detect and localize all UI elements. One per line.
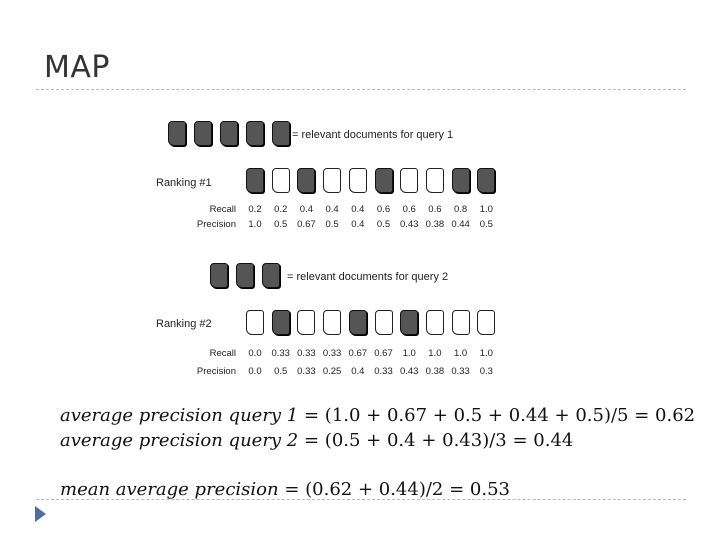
ranking1-precision-cell: 0.5: [325, 219, 339, 230]
ranking1-precision-cell: 0.5: [274, 219, 288, 230]
nonrelevant-doc-icon: [477, 310, 496, 335]
formula-map-rhs: = (0.62 + 0.44)/2 = 0.53: [284, 479, 510, 500]
legend-doc-icon: [246, 121, 264, 146]
next-slide-arrow-icon[interactable]: [35, 506, 46, 522]
ranking1-recall-cell: 1.0: [479, 204, 493, 215]
relevant-doc-icon: [400, 310, 419, 335]
relevant-doc-icon: [374, 168, 393, 193]
ranking2-recall-cell: 0.67: [348, 348, 368, 359]
ranking1-recall-cell: 0.2: [274, 204, 288, 215]
ranking1-precision-cell: 0.5: [376, 219, 391, 230]
nonrelevant-doc-icon: [374, 310, 393, 335]
ranking1-recall-cell: 0.6: [428, 204, 442, 215]
ranking2-recall-cell: 1.0: [402, 348, 416, 359]
legend-query1-text: = relevant documents for query 1: [292, 129, 454, 141]
ranking2-precision-cell: 0.33: [297, 366, 316, 377]
bottom-divider: [36, 499, 686, 500]
relevant-doc-icon: [271, 310, 290, 335]
ranking2-recall-cell: 0.33: [297, 348, 316, 359]
ranking2-precision-cell: 0.25: [322, 366, 342, 377]
ranking2-precision-label: Precision: [196, 366, 236, 377]
nonrelevant-doc-icon: [400, 168, 419, 193]
nonrelevant-doc-icon: [271, 168, 290, 193]
legend-doc-icon: [236, 263, 254, 288]
ranking2-recall-cell: 1.0: [479, 348, 493, 359]
ranking2-precision-cell: 0.33: [374, 366, 393, 377]
formula-map: mean average precision = (0.62 + 0.44)/2…: [60, 479, 510, 500]
ranking2-recall-cell: 1.0: [428, 348, 442, 359]
ranking1-recall-cell: 0.8: [453, 204, 468, 215]
ranking1-recall-cell: 0.4: [299, 204, 313, 215]
nonrelevant-doc-icon: [323, 310, 342, 335]
formula-ap-query2-rhs: = (0.5 + 0.4 + 0.43)/3 = 0.44: [304, 430, 574, 451]
nonrelevant-doc-icon: [323, 168, 342, 193]
ranking2-recall-cell: 0.33: [271, 348, 290, 359]
top-divider: [36, 89, 686, 90]
relevant-doc-icon: [297, 168, 316, 193]
ranking2-precision-cell: 0.4: [351, 366, 365, 377]
ranking1-precision-cell: 1.0: [248, 219, 262, 230]
slide-title: MAP: [44, 50, 110, 85]
nonrelevant-doc-icon: [451, 310, 470, 335]
nonrelevant-doc-icon: [425, 310, 444, 335]
ranking1-recall-cell: 0.2: [248, 204, 262, 215]
nonrelevant-doc-icon: [425, 168, 444, 193]
nonrelevant-doc-icon: [297, 310, 316, 335]
ranking1-recall-cell: 0.4: [325, 204, 339, 215]
ranking1-precision-label: Precision: [196, 219, 236, 230]
ranking1-precision-cell: 0.5: [479, 219, 493, 230]
ranking1-label: Ranking #1: [156, 177, 212, 189]
nonrelevant-doc-icon: [348, 168, 367, 193]
formula-map-lhs: mean average precision: [60, 479, 279, 500]
formula-ap-query1-rhs: = (1.0 + 0.67 + 0.5 + 0.44 + 0.5)/5 = 0.…: [304, 405, 696, 426]
legend-doc-icon: [262, 263, 280, 288]
ranking1-precision-cell: 0.43: [399, 219, 419, 230]
ranking1-recall-cell: 0.6: [376, 204, 391, 215]
ranking2-precision-cell: 0.5: [274, 366, 288, 377]
ranking2-precision-cell: 0.3: [479, 366, 493, 377]
relevant-doc-icon: [477, 168, 496, 193]
ranking2-recall-cell: 0.33: [322, 348, 342, 359]
ranking1-precision-cell: 0.38: [425, 219, 445, 230]
relevant-doc-icon: [246, 168, 264, 193]
ranking1-recall-label: Recall: [209, 204, 236, 215]
ranking1-recall-cell: 0.4: [351, 204, 365, 215]
ranking1-recall-cell: 0.6: [402, 204, 416, 215]
ranking1-precision-cell: 0.67: [297, 219, 316, 230]
ranking1-precision-cell: 0.4: [351, 219, 365, 230]
legend-doc-icon: [194, 121, 212, 146]
relevant-doc-icon: [451, 168, 470, 193]
ranking2-precision-cell: 0.43: [399, 366, 419, 377]
formula-ap-query1: average precision query 1 = (1.0 + 0.67 …: [60, 405, 695, 426]
formula-ap-query1-lhs: average precision query 1: [60, 405, 299, 426]
ranking2-label: Ranking #2: [156, 318, 212, 330]
legend-doc-icon: [220, 121, 238, 146]
formula-ap-query2-lhs: average precision query 2: [60, 430, 299, 451]
ranking2-recall-cell: 0.0: [248, 348, 262, 359]
legend-doc-icon: [272, 121, 290, 146]
ranking2-recall-label: Recall: [209, 348, 236, 359]
ranking2-precision-cell: 0.0: [248, 366, 262, 377]
ranking1-precision-cell: 0.44: [451, 219, 470, 230]
legend-query2-text: = relevant documents for query 2: [287, 271, 449, 283]
nonrelevant-doc-icon: [246, 310, 264, 335]
ranking2-recall-cell: 1.0: [453, 348, 468, 359]
legend-doc-icon: [168, 121, 186, 146]
relevant-doc-icon: [348, 310, 367, 335]
ranking2-precision-cell: 0.38: [425, 366, 445, 377]
legend-doc-icon: [210, 263, 228, 288]
formula-ap-query2: average precision query 2 = (0.5 + 0.4 +…: [60, 430, 573, 451]
ranking2-precision-cell: 0.33: [451, 366, 470, 377]
ranking2-recall-cell: 0.67: [374, 348, 393, 359]
